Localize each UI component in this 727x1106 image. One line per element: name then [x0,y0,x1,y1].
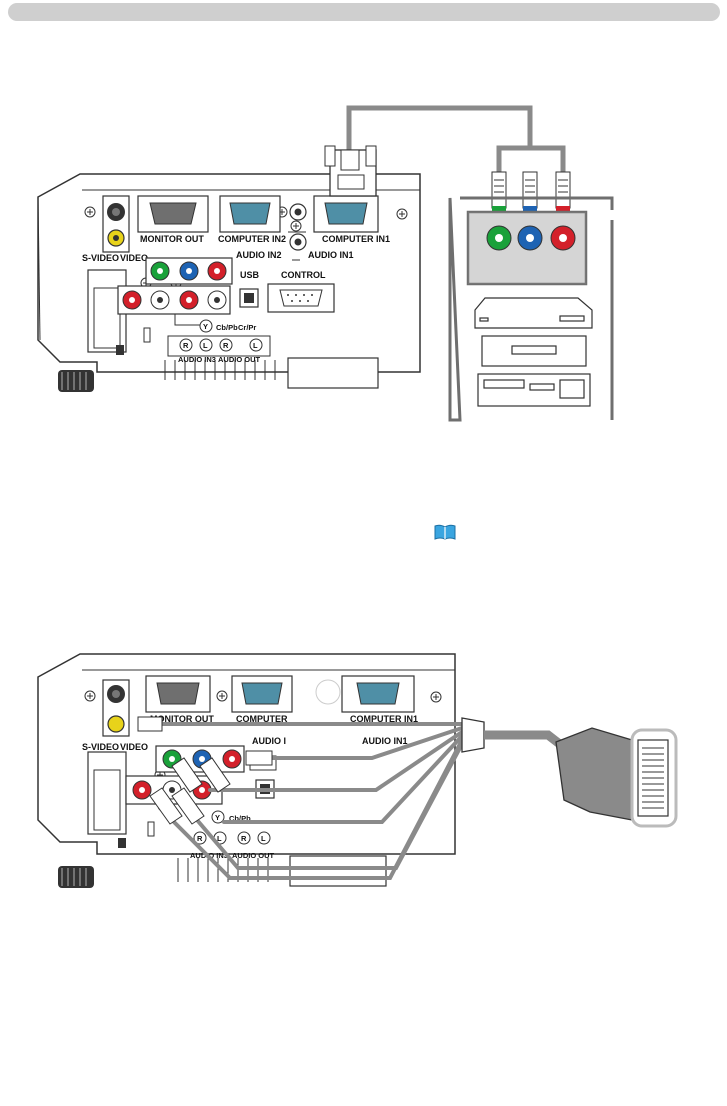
r-label-2b: R [241,834,247,843]
y-label-2: Y [215,813,220,822]
audio-in2-label: AUDIO IN2 [236,250,282,260]
monitor-out-label: MONITOR OUT [140,234,204,244]
audio-out-label: AUDIO OUT [218,355,261,364]
r-label-2: R [223,341,229,350]
audio-in1-label: AUDIO IN1 [308,250,354,260]
monitor-out-label-2: MONITOR OUT [150,714,214,724]
video-devices [474,297,593,407]
diagram-component-video-connection: S-VIDEO VIDEO MONITOR OUT COMPUTER IN2 A… [37,105,614,422]
audio-out-label-2: AUDIO OUT [232,851,275,860]
section-header-bar [8,3,720,21]
diagram-scart-connection: S-VIDEO VIDEO MONITOR OUT COMPUTER COMPU… [37,653,678,888]
audio-i-label-2: AUDIO I [252,736,286,746]
s-video-label-2: S-VIDEO [82,742,119,752]
book-icon[interactable] [434,524,456,540]
cb-pb-label: Cb/Pb [216,323,238,332]
y-label: Y [203,322,208,331]
kensington-lock-icon [116,345,124,355]
video-label-2: VIDEO [120,742,148,752]
computer-label-2: COMPUTER [236,714,288,724]
cb-pb-label-2: Cb/Pb [229,814,251,823]
component-cable-plugs [491,171,571,214]
video-label: VIDEO [120,253,148,263]
l-label-2a: L [217,834,222,843]
l-label-2: L [253,341,258,350]
usb-label: USB [240,270,260,280]
kensington-lock-icon-2 [118,838,126,848]
control-label: CONTROL [281,270,326,280]
r-label-2a: R [197,834,203,843]
s-video-label: S-VIDEO [82,253,119,263]
l-label-1: L [203,341,208,350]
computer-in2-label: COMPUTER IN2 [218,234,286,244]
r-label-1: R [183,341,189,350]
computer-in1-label: COMPUTER IN1 [322,234,390,244]
computer-in1-label-2: COMPUTER IN1 [350,714,418,724]
cr-pr-label: Cr/Pr [238,323,256,332]
audio-in3-label: AUDIO IN3 [178,355,216,364]
audio-in1-label-2: AUDIO IN1 [362,736,408,746]
l-label-2b: L [261,834,266,843]
scart-plug [555,727,678,828]
